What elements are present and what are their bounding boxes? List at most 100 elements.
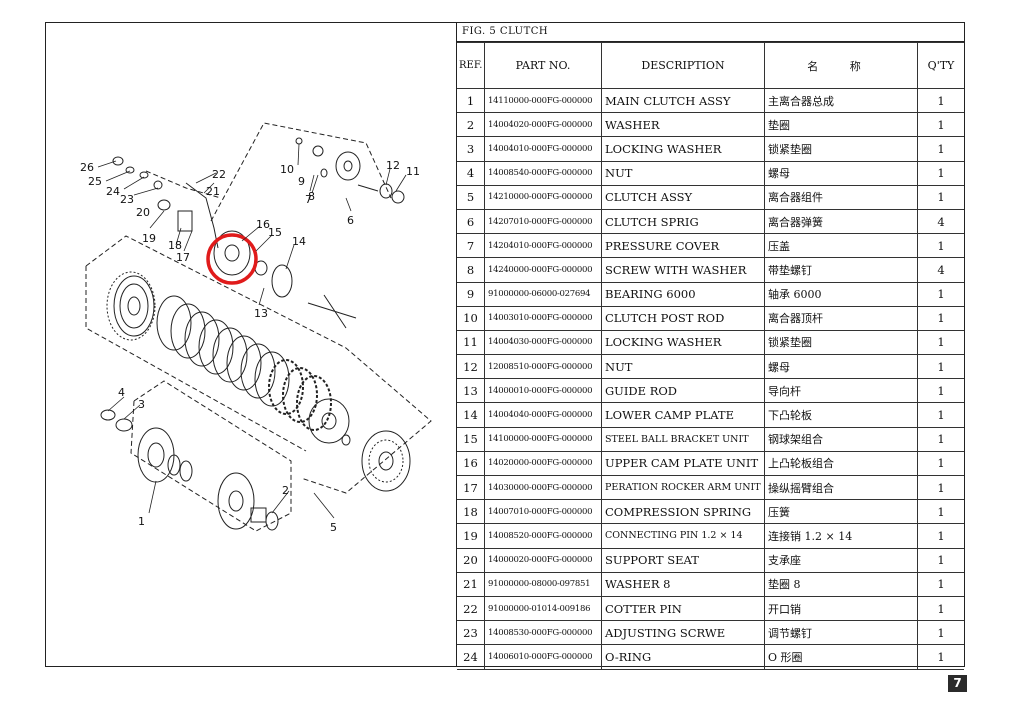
description-cell: MAIN CLUTCH ASSY: [601, 87, 765, 114]
part-no-cell: 14030000-000FG-000000: [484, 474, 602, 501]
part-no-cell: 91000000-08000-097851: [484, 571, 602, 597]
ref-cell: 10: [457, 305, 485, 331]
clutch-plates: [156, 295, 332, 431]
qty-cell: 1: [917, 87, 964, 114]
callout-15: 15: [268, 226, 282, 239]
description-cell: ADJUSTING SCRWE: [601, 620, 765, 646]
assembly-outline: [85, 122, 432, 532]
part-no-cell: 14003010-000FG-000000: [484, 305, 602, 331]
callout-18: 18: [168, 239, 182, 252]
description-cell: LOCKING WASHER: [601, 329, 765, 356]
callout-5: 5: [330, 521, 337, 534]
description-cell: O-RING: [601, 644, 765, 670]
description-cell: CLUTCH ASSY: [601, 184, 765, 210]
qty-cell: 1: [917, 620, 964, 646]
qty-cell: 1: [917, 378, 964, 404]
qty-cell: 1: [917, 233, 964, 259]
pressure-plate: [308, 398, 411, 492]
leader-lines: [97, 143, 407, 519]
description-cell: PRESSURE COVER: [601, 233, 765, 259]
qty-cell: 1: [917, 450, 964, 477]
part-no-cell: 14008530-000FG-000000: [484, 620, 602, 646]
name-cn-cell: 导向杆: [764, 378, 918, 404]
name-cn-cell: 离合器弹簧: [764, 208, 918, 235]
callout-10: 10: [280, 163, 294, 176]
part-no-cell: 14000010-000FG-000000: [484, 378, 602, 404]
callout-23: 23: [120, 193, 134, 206]
name-cn-cell: 下凸轮板: [764, 402, 918, 428]
ref-cell: 1: [457, 87, 485, 114]
description-cell: CONNECTING PIN 1.2 × 14: [601, 523, 765, 549]
name-cn-cell: 开口销: [764, 595, 918, 622]
qty-cell: 4: [917, 208, 964, 235]
callout-2: 2: [282, 484, 289, 497]
qty-cell: 1: [917, 474, 964, 501]
part-no-cell: 14008520-000FG-000000: [484, 523, 602, 549]
name-cn-cell: 轴承 6000: [764, 281, 918, 307]
part-no-cell: 14006010-000FG-000000: [484, 644, 602, 670]
ref-cell: 12: [457, 354, 485, 380]
name-cn-cell: 螺母: [764, 160, 918, 186]
ref-cell: 4: [457, 160, 485, 186]
part-no-cell: 91000000-06000-027694: [484, 281, 602, 307]
qty-cell: 1: [917, 426, 964, 452]
name-cn-cell: 带垫螺钉: [764, 257, 918, 283]
ref-cell: 8: [457, 257, 485, 283]
ref-cell: 7: [457, 233, 485, 259]
description-cell: NUT: [601, 354, 765, 380]
ref-cell: 23: [457, 620, 485, 646]
callout-14: 14: [292, 235, 306, 248]
header-name-cn: 名 称: [764, 42, 918, 89]
name-cn-cell: 上凸轮板组合: [764, 450, 918, 477]
part-no-cell: 14004020-000FG-000000: [484, 112, 602, 138]
part-no-cell: 14204010-000FG-000000: [484, 233, 602, 259]
callout-11: 11: [406, 165, 420, 178]
main-clutch-assembly: [100, 409, 279, 531]
table-header-row: REF. NO. PART NO. DESCRIPTION 名 称 Q'TY: [457, 42, 964, 89]
name-cn-cell: 支承座: [764, 547, 918, 573]
ref-cell: 17: [457, 474, 485, 501]
callout-17: 17: [176, 251, 190, 264]
qty-cell: 1: [917, 305, 964, 331]
ref-cell: 2: [457, 112, 485, 138]
name-cn-cell: 离合器组件: [764, 184, 918, 210]
page-number: 7: [948, 675, 967, 692]
header-part-no: PART NO.: [484, 42, 602, 89]
callout-20: 20: [136, 206, 150, 219]
description-cell: CLUTCH SPRIG: [601, 208, 765, 235]
clutch-drum: [106, 271, 156, 341]
part-no-cell: 14004010-000FG-000000: [484, 136, 602, 162]
qty-cell: 1: [917, 329, 964, 356]
part-no-cell: 14100000-000FG-000000: [484, 426, 602, 452]
description-cell: GUIDE ROD: [601, 378, 765, 404]
ref-cell: 19: [457, 523, 485, 549]
name-cn-cell: 垫圈 8: [764, 571, 918, 597]
description-cell: CLUTCH POST ROD: [601, 305, 765, 331]
callout-4: 4: [118, 386, 125, 399]
name-cn-cell: 主离合器总成: [764, 87, 918, 114]
parts-list: FIG. 5 CLUTCH REF. NO. PART NO. DESCRIPT…: [457, 22, 965, 670]
callout-9: 9: [298, 175, 305, 188]
part-no-cell: 14000020-000FG-000000: [484, 547, 602, 573]
ref-cell: 15: [457, 426, 485, 452]
qty-cell: 1: [917, 595, 964, 622]
description-cell: PERATION ROCKER ARM UNIT: [601, 474, 765, 501]
description-cell: SCREW WITH WASHER: [601, 257, 765, 283]
description-cell: UPPER CAM PLATE UNIT: [601, 450, 765, 477]
ref-cell: 13: [457, 378, 485, 404]
